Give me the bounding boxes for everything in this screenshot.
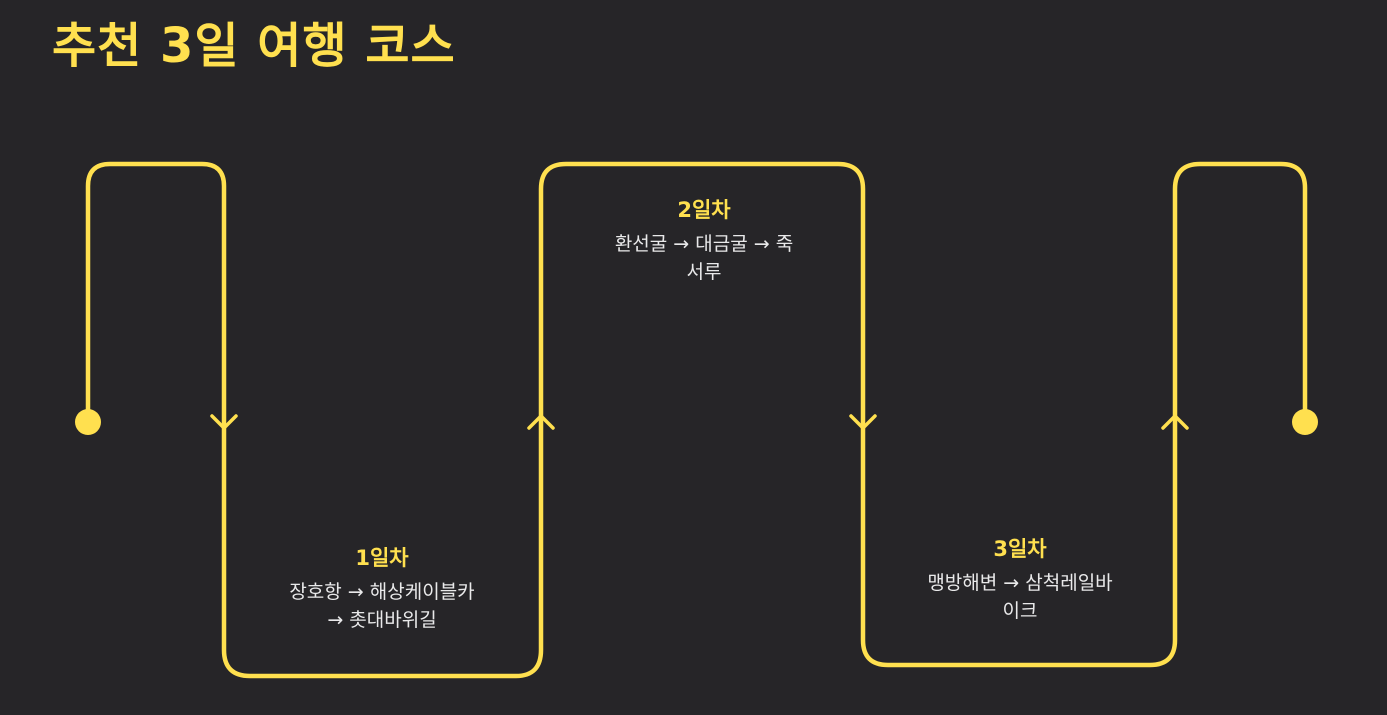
day-route-line: 서루 [686,261,722,283]
day-route-line: 이크 [1002,600,1038,622]
day-3-block: 3일차 맹방해변 → 삼척레일바 이크 [902,535,1138,625]
day-route-line: 맹방해변 → 삼척레일바 [927,572,1113,594]
page-title: 추천 3일 여행 코스 [52,18,456,74]
arrow-up-icon [1161,414,1189,430]
day-route-line: 환선굴 → 대금굴 → 죽 [614,233,794,255]
day-label: 2일차 [677,198,731,222]
day-1-block: 1일차 장호항 → 해상케이블카 → 촛대바위길 [262,544,502,634]
day-label: 1일차 [355,546,409,570]
end-dot-icon [1292,409,1318,435]
arrow-up-icon [527,414,555,430]
day-2-block: 2일차 환선굴 → 대금굴 → 죽 서루 [588,196,820,286]
arrow-down-icon [210,414,238,430]
day-route-line: → 촛대바위길 [327,609,437,631]
course-path-line [85,161,1308,679]
day-label: 3일차 [993,537,1047,561]
arrow-down-icon [849,414,877,430]
day-route-line: 장호항 → 해상케이블카 [289,581,475,603]
start-dot-icon [75,409,101,435]
